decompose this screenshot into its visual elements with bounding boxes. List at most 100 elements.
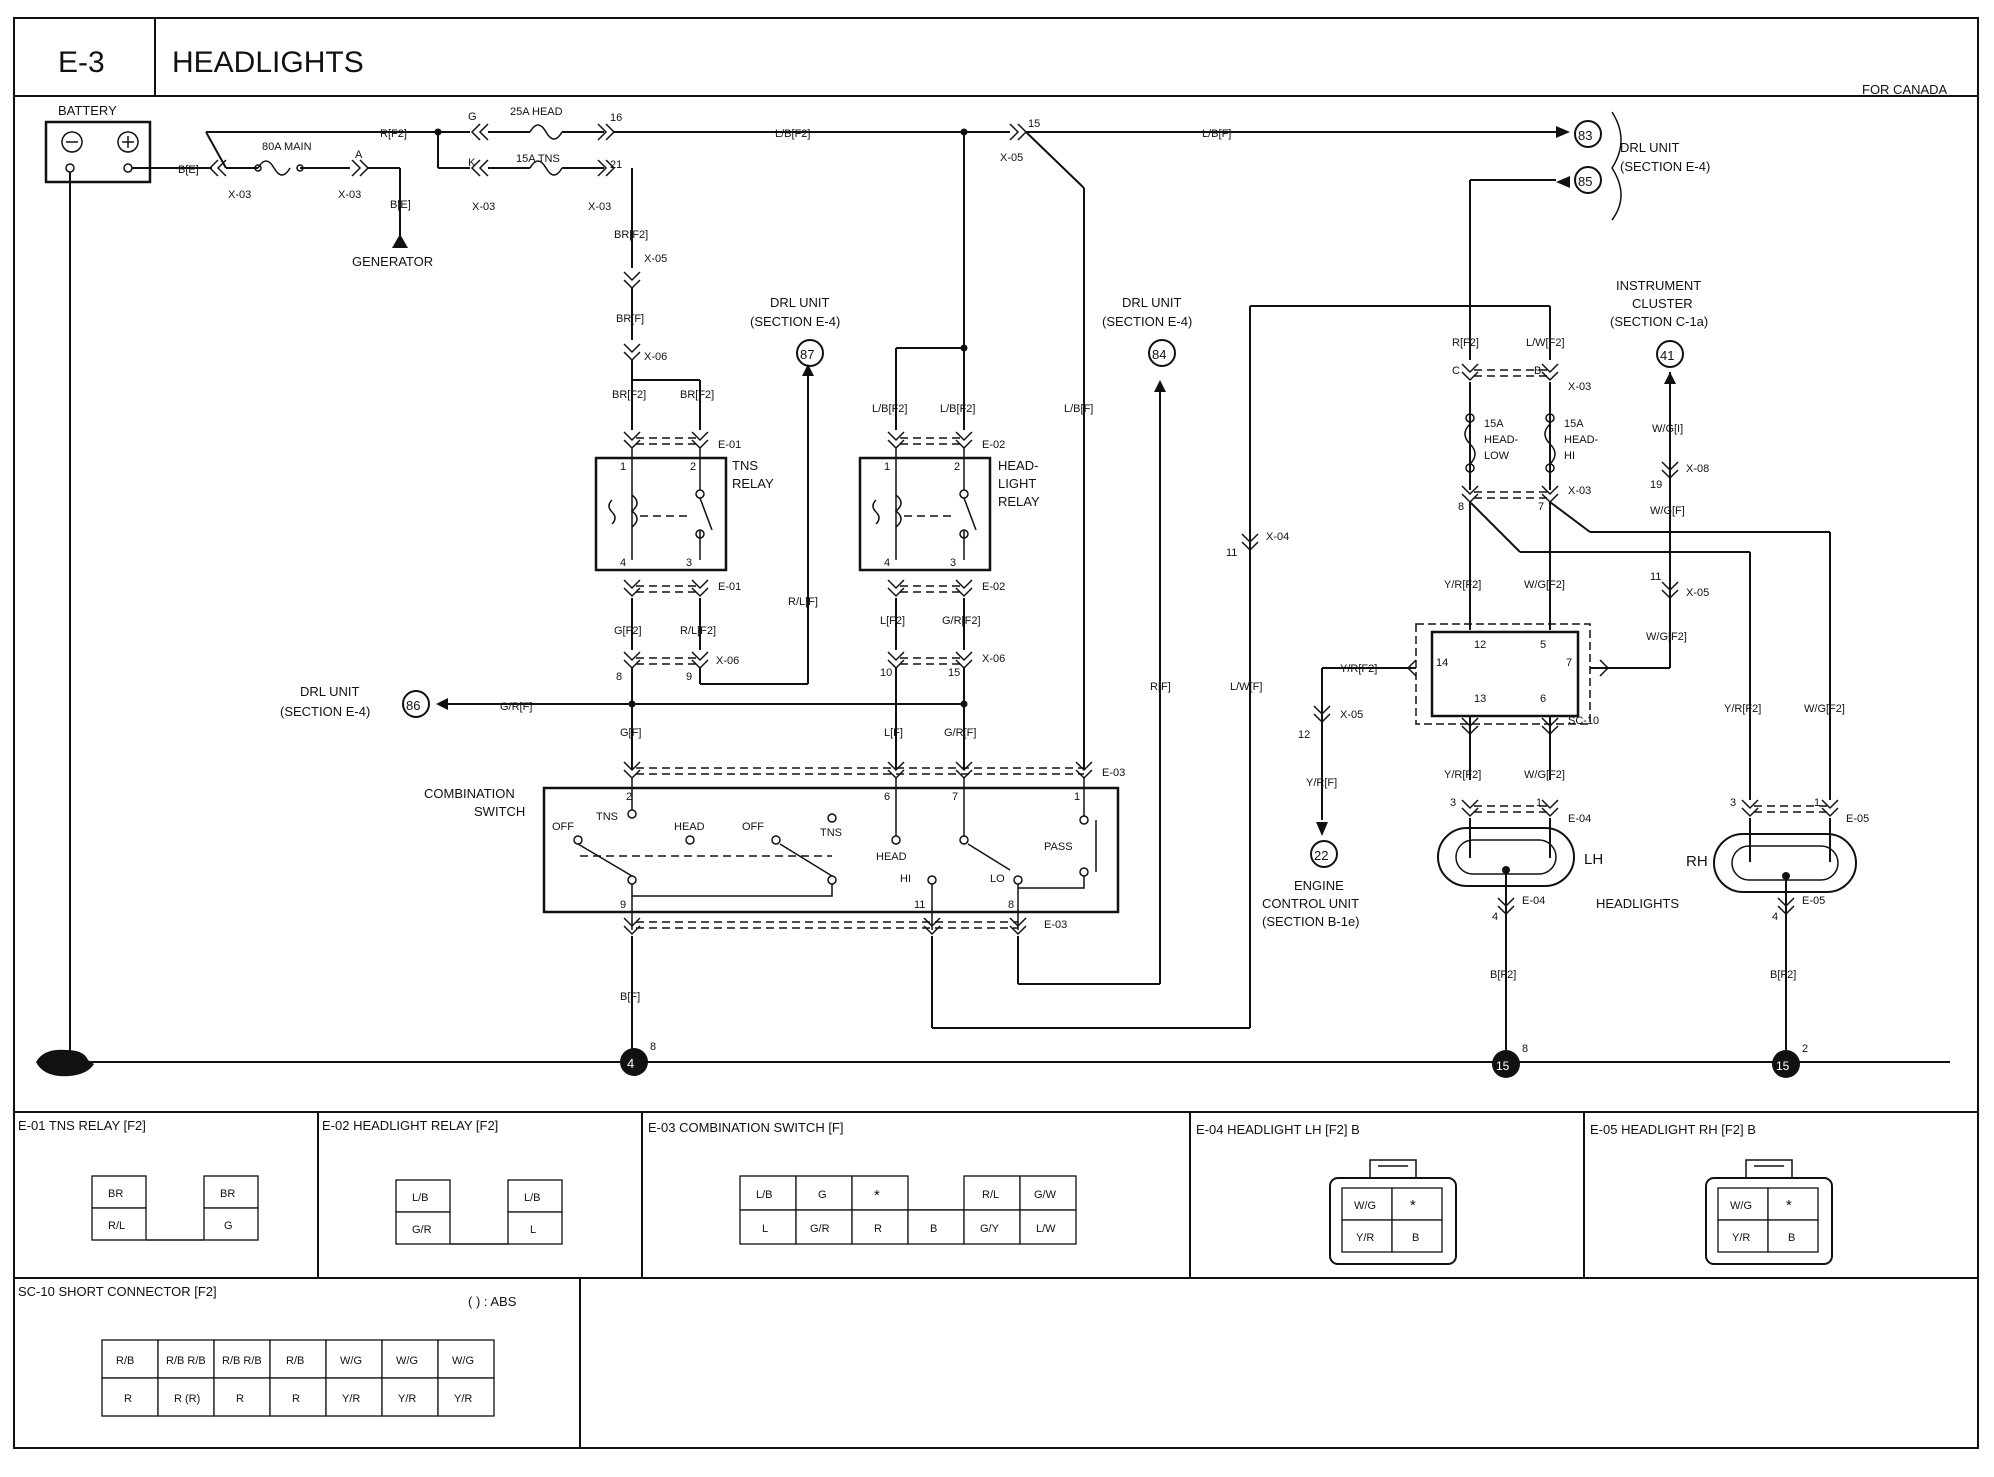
svg-text:L/B[F2]: L/B[F2] [940, 403, 975, 415]
svg-text:LOW: LOW [1484, 450, 1510, 462]
svg-text:L: L [762, 1223, 768, 1235]
svg-text:3: 3 [1450, 797, 1456, 809]
svg-text:G: G [818, 1189, 827, 1201]
svg-text:Y/R: Y/R [342, 1393, 360, 1405]
e03-title: E-03 COMBINATION SWITCH [F] [648, 1120, 844, 1135]
svg-text:W/G[I]: W/G[I] [1652, 423, 1683, 435]
svg-text:X-04: X-04 [1266, 531, 1289, 543]
svg-text:8: 8 [650, 1041, 656, 1053]
svg-text:L/W: L/W [1036, 1223, 1056, 1235]
svg-text:E-01: E-01 [718, 581, 741, 593]
svg-text:R/B: R/B [286, 1355, 304, 1367]
svg-text:Y/R: Y/R [454, 1393, 472, 1405]
svg-text:Y/R[F2]: Y/R[F2] [1444, 579, 1481, 591]
svg-text:BR[F2]: BR[F2] [612, 389, 646, 401]
svg-text:COMBINATION: COMBINATION [424, 786, 515, 801]
svg-text:X-05: X-05 [1340, 709, 1363, 721]
svg-text:HI: HI [900, 873, 911, 885]
ground-15-lh: 15 [1496, 1059, 1510, 1073]
e04-title: E-04 HEADLIGHT LH [F2] B [1196, 1122, 1360, 1137]
svg-text:4: 4 [620, 557, 626, 569]
svg-text:E-04: E-04 [1568, 813, 1591, 825]
svg-text:RELAY: RELAY [732, 476, 774, 491]
svg-text:Y/R: Y/R [1732, 1232, 1750, 1244]
svg-text:1: 1 [620, 461, 626, 473]
battery-negative-icon [61, 131, 83, 153]
svg-text:X-06: X-06 [644, 351, 667, 363]
svg-text:W/G: W/G [1730, 1200, 1752, 1212]
svg-text:R/B R/B: R/B R/B [222, 1355, 262, 1367]
svg-text:A: A [355, 149, 363, 161]
svg-text:L/B[F]: L/B[F] [1202, 128, 1231, 140]
svg-text:L[F]: L[F] [884, 727, 903, 739]
svg-text:R: R [292, 1393, 300, 1405]
ground-icon [36, 1049, 94, 1077]
svg-text:13: 13 [1474, 693, 1486, 705]
svg-text:BR: BR [220, 1188, 235, 1200]
svg-text:1: 1 [1536, 797, 1542, 809]
svg-text:21: 21 [610, 159, 622, 171]
svg-text:Y/R[F2]: Y/R[F2] [1724, 703, 1761, 715]
svg-text:R/B: R/B [116, 1355, 134, 1367]
svg-text:W/G[F2]: W/G[F2] [1524, 769, 1565, 781]
svg-text:DRL UNIT: DRL UNIT [1620, 140, 1680, 155]
svg-text:19: 19 [1650, 479, 1662, 491]
tns-fuse-label: 15A TNS [516, 153, 560, 165]
svg-text:R: R [124, 1393, 132, 1405]
svg-text:L/B: L/B [412, 1192, 429, 1204]
svg-text:X-03: X-03 [472, 201, 495, 213]
svg-text:Y/R: Y/R [1356, 1232, 1374, 1244]
svg-text:G[F]: G[F] [620, 727, 641, 739]
svg-text:9: 9 [620, 899, 626, 911]
svg-text:8: 8 [616, 671, 622, 683]
svg-text:B: B [1534, 365, 1541, 377]
svg-text:SC-10: SC-10 [1568, 715, 1599, 727]
tns-relay [594, 456, 728, 572]
svg-text:RELAY: RELAY [998, 494, 1040, 509]
svg-text:5: 5 [1540, 639, 1546, 651]
svg-text:X-03: X-03 [338, 189, 361, 201]
svg-text:X-03: X-03 [228, 189, 251, 201]
svg-text:G/R[F2]: G/R[F2] [942, 615, 981, 627]
svg-text:E-05: E-05 [1846, 813, 1869, 825]
svg-text:W/G[F2]: W/G[F2] [1646, 631, 1687, 643]
svg-text:DRL UNIT: DRL UNIT [300, 684, 360, 699]
svg-text:OFF: OFF [552, 821, 574, 833]
svg-text:Y/R[F2]: Y/R[F2] [1340, 663, 1377, 675]
svg-text:W/G: W/G [1354, 1200, 1376, 1212]
svg-text:B: B [1788, 1232, 1795, 1244]
svg-text:X-06: X-06 [982, 653, 1005, 665]
svg-text:R/L: R/L [108, 1220, 125, 1232]
svg-text:3: 3 [950, 557, 956, 569]
svg-text:G: G [224, 1220, 233, 1232]
svg-text:6: 6 [1540, 693, 1546, 705]
ground-4: 4 [627, 1056, 634, 1071]
abs-note: ( ) : ABS [468, 1294, 517, 1309]
svg-text:3: 3 [1730, 797, 1736, 809]
svg-text:R/L[F]: R/L[F] [788, 596, 818, 608]
svg-text:(SECTION E-4): (SECTION E-4) [1102, 314, 1192, 329]
svg-text:E-02: E-02 [982, 439, 1005, 451]
svg-text:B: B [1412, 1232, 1419, 1244]
e03-connector [739, 1175, 1077, 1245]
svg-text:RH: RH [1686, 853, 1708, 870]
svg-text:3: 3 [686, 557, 692, 569]
battery-positive-icon [117, 131, 139, 153]
svg-text:W/G[F2]: W/G[F2] [1524, 579, 1565, 591]
svg-text:L/B[F2]: L/B[F2] [775, 128, 810, 140]
svg-text:9: 9 [686, 671, 692, 683]
ref-86: 86 [406, 698, 420, 713]
svg-text:W/G: W/G [396, 1355, 418, 1367]
svg-text:15A: 15A [1484, 418, 1504, 430]
svg-text:HEAD: HEAD [876, 851, 907, 863]
ground-15-rh: 15 [1776, 1059, 1790, 1073]
svg-text:R[F]: R[F] [1150, 681, 1171, 693]
svg-text:BR[F2]: BR[F2] [614, 229, 648, 241]
svg-text:B[E]: B[E] [178, 164, 199, 176]
svg-text:Y/R[F2]: Y/R[F2] [1444, 769, 1481, 781]
svg-text:X-05: X-05 [644, 253, 667, 265]
svg-text:1: 1 [884, 461, 890, 473]
head-fuse-label: 25A HEAD [510, 106, 563, 118]
svg-text:8: 8 [1458, 501, 1464, 513]
ref-83: 83 [1578, 128, 1592, 143]
